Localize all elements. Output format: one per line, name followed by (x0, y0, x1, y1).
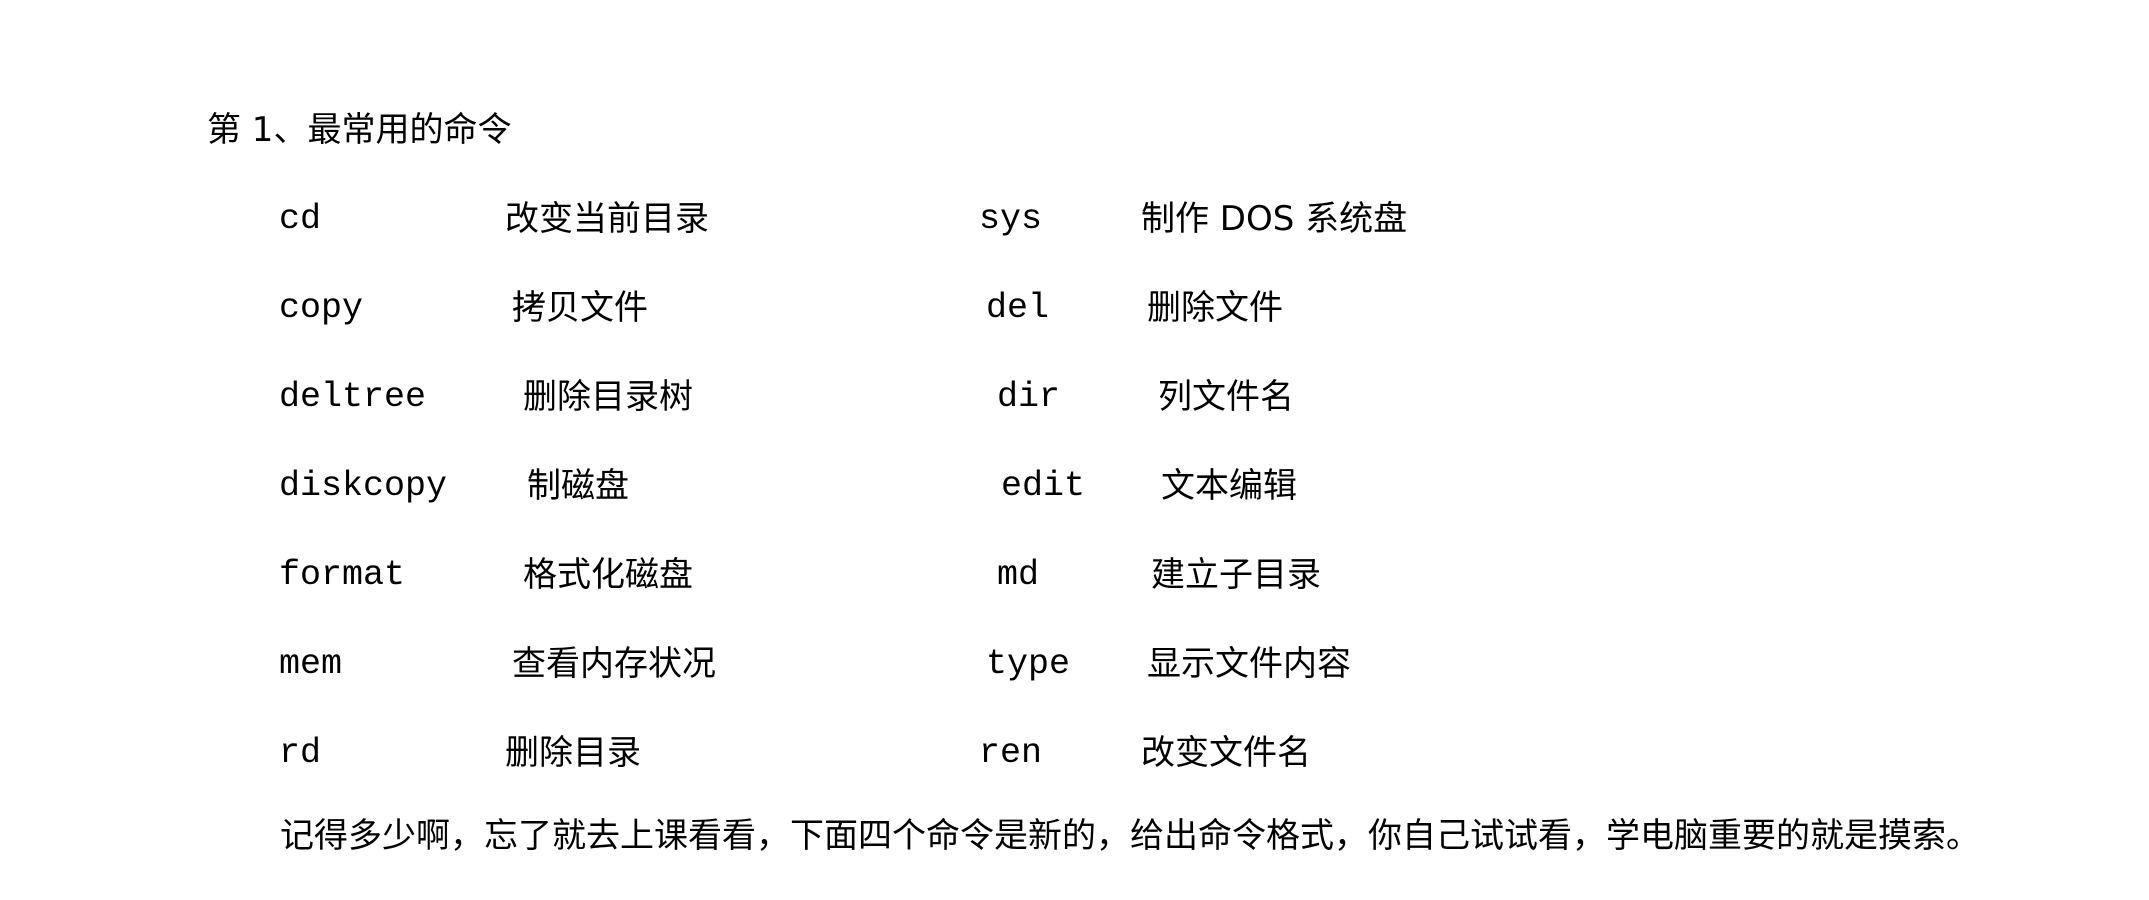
command-name: mem (279, 644, 343, 684)
command-description: 列文件名 (1158, 377, 1294, 417)
command-row: mem 查看内存状况 type 显示文件内容 (0, 642, 2149, 686)
command-description: 查看内存状况 (512, 644, 716, 684)
command-row: deltree 删除目录树 dir 列文件名 (0, 375, 2149, 419)
command-name: rd (279, 733, 322, 773)
command-name: edit (1001, 466, 1086, 506)
command-description: 显示文件内容 (1147, 644, 1351, 684)
command-description: 制磁盘 (527, 466, 629, 506)
command-name: cd (279, 199, 322, 239)
command-description: 建立子目录 (1151, 555, 1321, 595)
command-description: 改变当前目录 (505, 199, 709, 239)
command-name: md (997, 555, 1040, 595)
command-name: ren (979, 733, 1043, 773)
command-description: 删除文件 (1147, 288, 1283, 328)
command-name: type (986, 644, 1071, 684)
command-description: 格式化磁盘 (523, 555, 693, 595)
command-description: 改变文件名 (1141, 733, 1311, 773)
command-description: 删除目录 (505, 733, 641, 773)
command-name: sys (979, 199, 1043, 239)
command-row: format 格式化磁盘 md 建立子目录 (0, 553, 2149, 597)
body-paragraph: 记得多少啊，忘了就去上课看看，下面四个命令是新的，给出命令格式，你自己试试看，学… (280, 816, 1980, 856)
command-name: del (986, 288, 1050, 328)
command-description: 拷贝文件 (512, 288, 648, 328)
command-name: diskcopy (279, 466, 448, 506)
section-heading: 第 1、最常用的命令 (207, 110, 512, 150)
command-name: format (279, 555, 406, 595)
command-name: deltree (279, 377, 427, 417)
command-row: diskcopy 制磁盘 edit 文本编辑 (0, 464, 2149, 508)
command-description: 制作 DOS 系统盘 (1141, 199, 1408, 239)
command-row: cd 改变当前目录 sys 制作 DOS 系统盘 (0, 197, 2149, 241)
command-description: 文本编辑 (1161, 466, 1297, 506)
command-description: 删除目录树 (523, 377, 693, 417)
command-name: copy (279, 288, 364, 328)
command-row: copy 拷贝文件 del 删除文件 (0, 286, 2149, 330)
command-name: dir (997, 377, 1061, 417)
command-row: rd 删除目录 ren 改变文件名 (0, 731, 2149, 775)
